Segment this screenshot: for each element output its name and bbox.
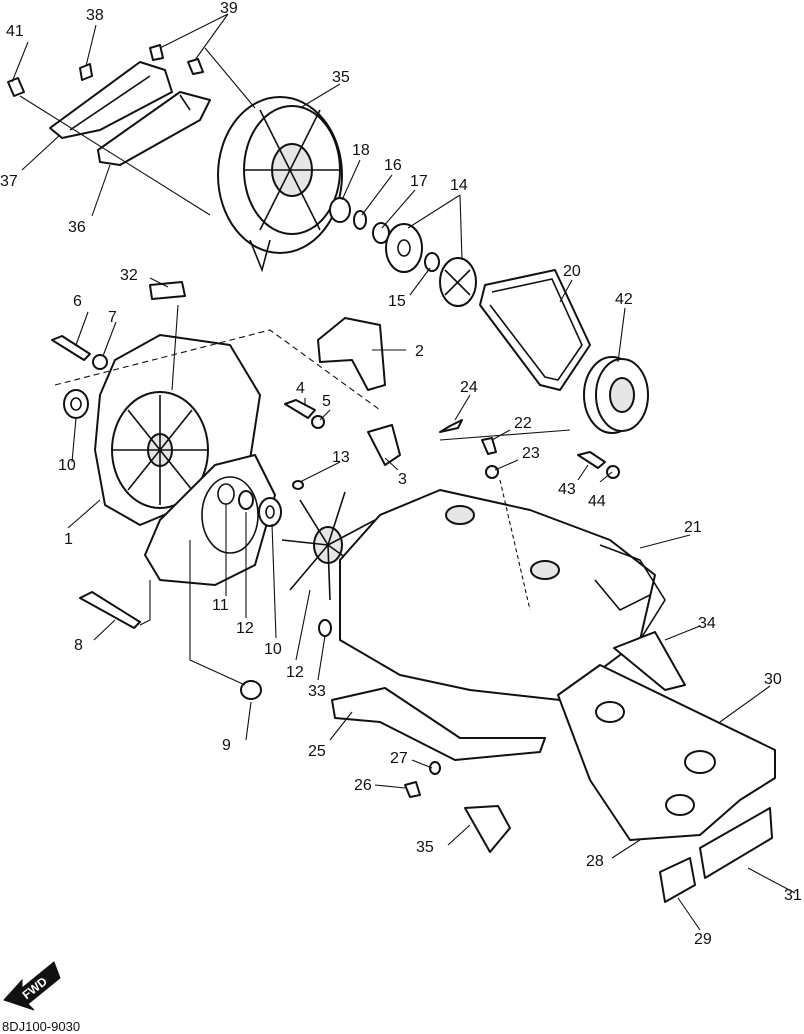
cover-piece-part [317,317,386,391]
callout-10b: 10 [264,641,282,658]
nut-part [92,354,620,775]
callout-21: 21 [684,519,702,536]
bolt-part [7,44,606,798]
pad-part [149,281,773,903]
callout-2: 2 [415,343,424,360]
callout-20: 20 [563,263,581,280]
bracket-upper-part [49,61,173,139]
drive-belt-part [479,269,591,391]
callout-27: 27 [390,750,408,767]
callout-41: 41 [6,23,24,40]
duct-lower-part [331,687,546,761]
callout-4: 4 [296,380,305,397]
callout-labels: 41 38 39 35 37 36 18 16 17 14 15 20 42 3… [0,0,802,948]
bearing-part [63,389,282,527]
collar-part [329,197,351,223]
callout-26: 26 [354,777,372,794]
callout-34: 34 [698,615,716,632]
pulley-part [583,356,649,434]
callout-15: 14 [450,177,468,194]
callout-23: 23 [522,445,540,462]
callout-9: 9 [222,737,231,754]
callout-12: 12 [236,620,254,637]
callout-1: 1 [64,531,73,548]
callout-32: 32 [120,267,138,284]
air-duct-housing-part [339,489,666,701]
callout-42: 42 [615,291,633,308]
callout-30: 30 [764,671,782,688]
callout-40: 39 [220,0,238,17]
callout-36: 35 [332,69,350,86]
callout-44: 44 [588,493,606,510]
callout-17: 16 [384,157,402,174]
callout-19: 18 [352,142,370,159]
callout-43: 43 [558,481,576,498]
clip-part [367,424,401,466]
callout-35: 35 [416,839,434,856]
callout-37: 36 [68,219,86,236]
callout-22: 22 [514,415,532,432]
callout-16: 15 [388,293,406,310]
callout-24: 24 [460,379,478,396]
diagram-code: 8DJ100-9030 [2,1019,80,1034]
callout-10a: 10 [58,457,76,474]
guard-plate-part [557,664,776,841]
callout-5: 5 [322,393,331,410]
callout-6: 6 [73,293,82,310]
callout-25: 25 [308,743,326,760]
callout-31: 31 [784,887,802,904]
pulley-half-part [385,223,477,307]
callout-33: 33 [308,683,326,700]
callout-13: 12 [286,664,304,681]
inner-case-part [144,454,276,586]
callout-38: 37 [0,173,18,190]
callout-29: 29 [694,931,712,948]
callout-7: 7 [108,309,117,326]
forward-arrow-icon: FWD [3,961,61,1011]
leader-lines [11,13,796,931]
bracket-lower-part [97,91,211,166]
fan-shroud-part [217,96,343,273]
washer-part [353,210,390,244]
callout-14: 13 [332,449,350,466]
cooling-fan-part [281,491,376,601]
callout-8: 8 [74,637,83,654]
callout-18: 17 [410,173,428,190]
callout-11: 11 [212,597,229,614]
callout-39: 38 [86,7,104,24]
callout-28: 28 [586,853,604,870]
callout-3: 3 [398,471,407,488]
